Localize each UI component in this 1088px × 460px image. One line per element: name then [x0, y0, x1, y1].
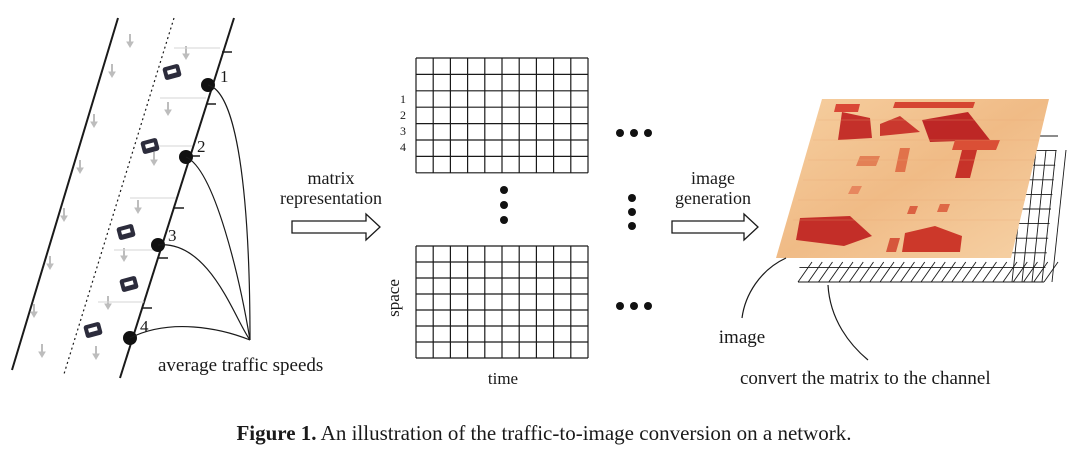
- matrix-row-label-1: 1: [400, 92, 406, 106]
- sensor-to-speed-curves: [129, 84, 251, 341]
- car-icons: [83, 64, 182, 338]
- matrix-row-label-2: 2: [400, 108, 406, 122]
- channel-label: convert the matrix to the channel: [740, 368, 991, 389]
- road-left-edge: [11, 17, 119, 371]
- image-label: image: [719, 327, 765, 348]
- caption-text: An illustration of the traffic-to-image …: [316, 421, 852, 445]
- car-icon: [116, 224, 136, 240]
- matrix-step-label-line1: matrix: [308, 168, 355, 188]
- space-axis-label: space: [384, 279, 403, 317]
- matrix-row-label-3: 3: [400, 124, 406, 138]
- car-icon: [119, 276, 139, 292]
- sensor-label-2: 2: [197, 137, 206, 156]
- matrix-grid-bottom: [415, 245, 589, 359]
- image-step-label-line1: image: [691, 168, 735, 188]
- matrix-stack: 1 2 3 4 space time: [384, 57, 652, 388]
- figure-caption: Figure 1. An illustration of the traffic…: [0, 421, 1088, 446]
- matrix-step-label-line2: representation: [280, 188, 382, 208]
- channel-pointer-line: [827, 284, 869, 361]
- output-panel: image convert the matrix to the channel: [719, 99, 1067, 389]
- road-tick-marks: [142, 51, 232, 309]
- heatmap-hot-regions: [796, 102, 1000, 252]
- matrix-step-arrow: [291, 212, 381, 242]
- ellipsis-dots: [500, 129, 652, 310]
- average-traffic-speeds-label: average traffic speeds: [158, 355, 323, 376]
- left-lane-arrows: [30, 34, 134, 358]
- road-panel: 1 2 3 4 average traffic speeds: [11, 17, 323, 379]
- road-right-edge: [119, 17, 235, 379]
- heatmap-image: [776, 99, 1049, 258]
- matrix-representation-step: matrix representation: [280, 168, 382, 242]
- caption-figure-number: Figure 1.: [236, 421, 317, 445]
- matrix-row-label-4: 4: [400, 140, 406, 154]
- image-pointer-line: [741, 257, 787, 319]
- time-axis-label: time: [488, 369, 518, 388]
- sensor-label-4: 4: [140, 317, 149, 336]
- image-step-label-line2: generation: [675, 188, 751, 208]
- matrix-grid-top: [415, 57, 589, 174]
- image-step-arrow: [671, 212, 759, 242]
- car-icon: [140, 138, 160, 154]
- sensor-label-3: 3: [168, 226, 177, 245]
- car-icon: [83, 322, 103, 338]
- road-center-dotted-line: [63, 17, 175, 375]
- heatmap-texture: [793, 119, 1044, 221]
- right-lane-arrows: [92, 46, 190, 360]
- traffic-to-image-diagram: 1 2 3 4 average traffic speeds matrix re…: [11, 17, 1067, 389]
- image-generation-step: image generation: [671, 168, 759, 242]
- car-icon: [162, 64, 182, 80]
- sensor-label-1: 1: [220, 67, 229, 86]
